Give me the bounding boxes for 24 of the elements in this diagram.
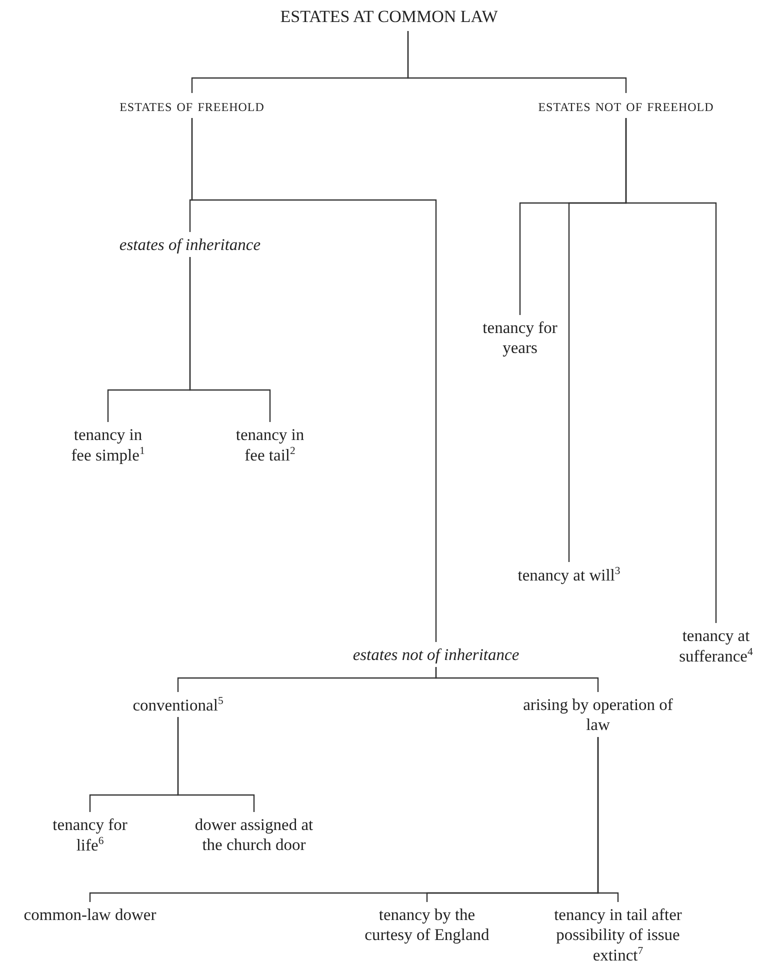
node-label: tenancy for life$^{6}$ <box>50 815 130 856</box>
node-label: dower assigned at the church door <box>189 815 319 855</box>
tree-connector <box>597 737 619 902</box>
node-label: estates of freehold <box>92 96 292 116</box>
diagram-title: ESTATES AT COMMON LAW <box>279 7 499 27</box>
node-label: estates not of inheritance <box>326 645 546 665</box>
node-label: tenancy at will$^{3}$ <box>494 565 644 586</box>
node-label: common-law dower <box>5 905 175 925</box>
node-label: tenancy at sufferance$^{4}$ <box>661 626 771 666</box>
tree-connector <box>407 31 627 93</box>
node-label: tenancy by the curtesy of England <box>357 905 497 945</box>
node-label: tenancy in fee tail$^{2}$ <box>225 425 315 466</box>
node-label: conventional$^{5}$ <box>108 695 248 716</box>
tree-connector <box>625 118 717 623</box>
tree-connector <box>435 667 599 692</box>
node-label: estates not of freehold <box>516 96 736 116</box>
node-label: estates of inheritance <box>90 235 290 255</box>
node-label: tenancy in fee simple$^{1}$ <box>63 425 153 466</box>
node-label: arising by operation of law <box>523 695 673 735</box>
tree-connector <box>177 717 255 812</box>
node-label: tenancy in tail after possibility of issue extinct$^{7}$ <box>550 905 686 965</box>
tree-connector <box>189 257 271 422</box>
tree-connector <box>191 118 437 642</box>
node-label: tenancy for years <box>465 318 575 358</box>
